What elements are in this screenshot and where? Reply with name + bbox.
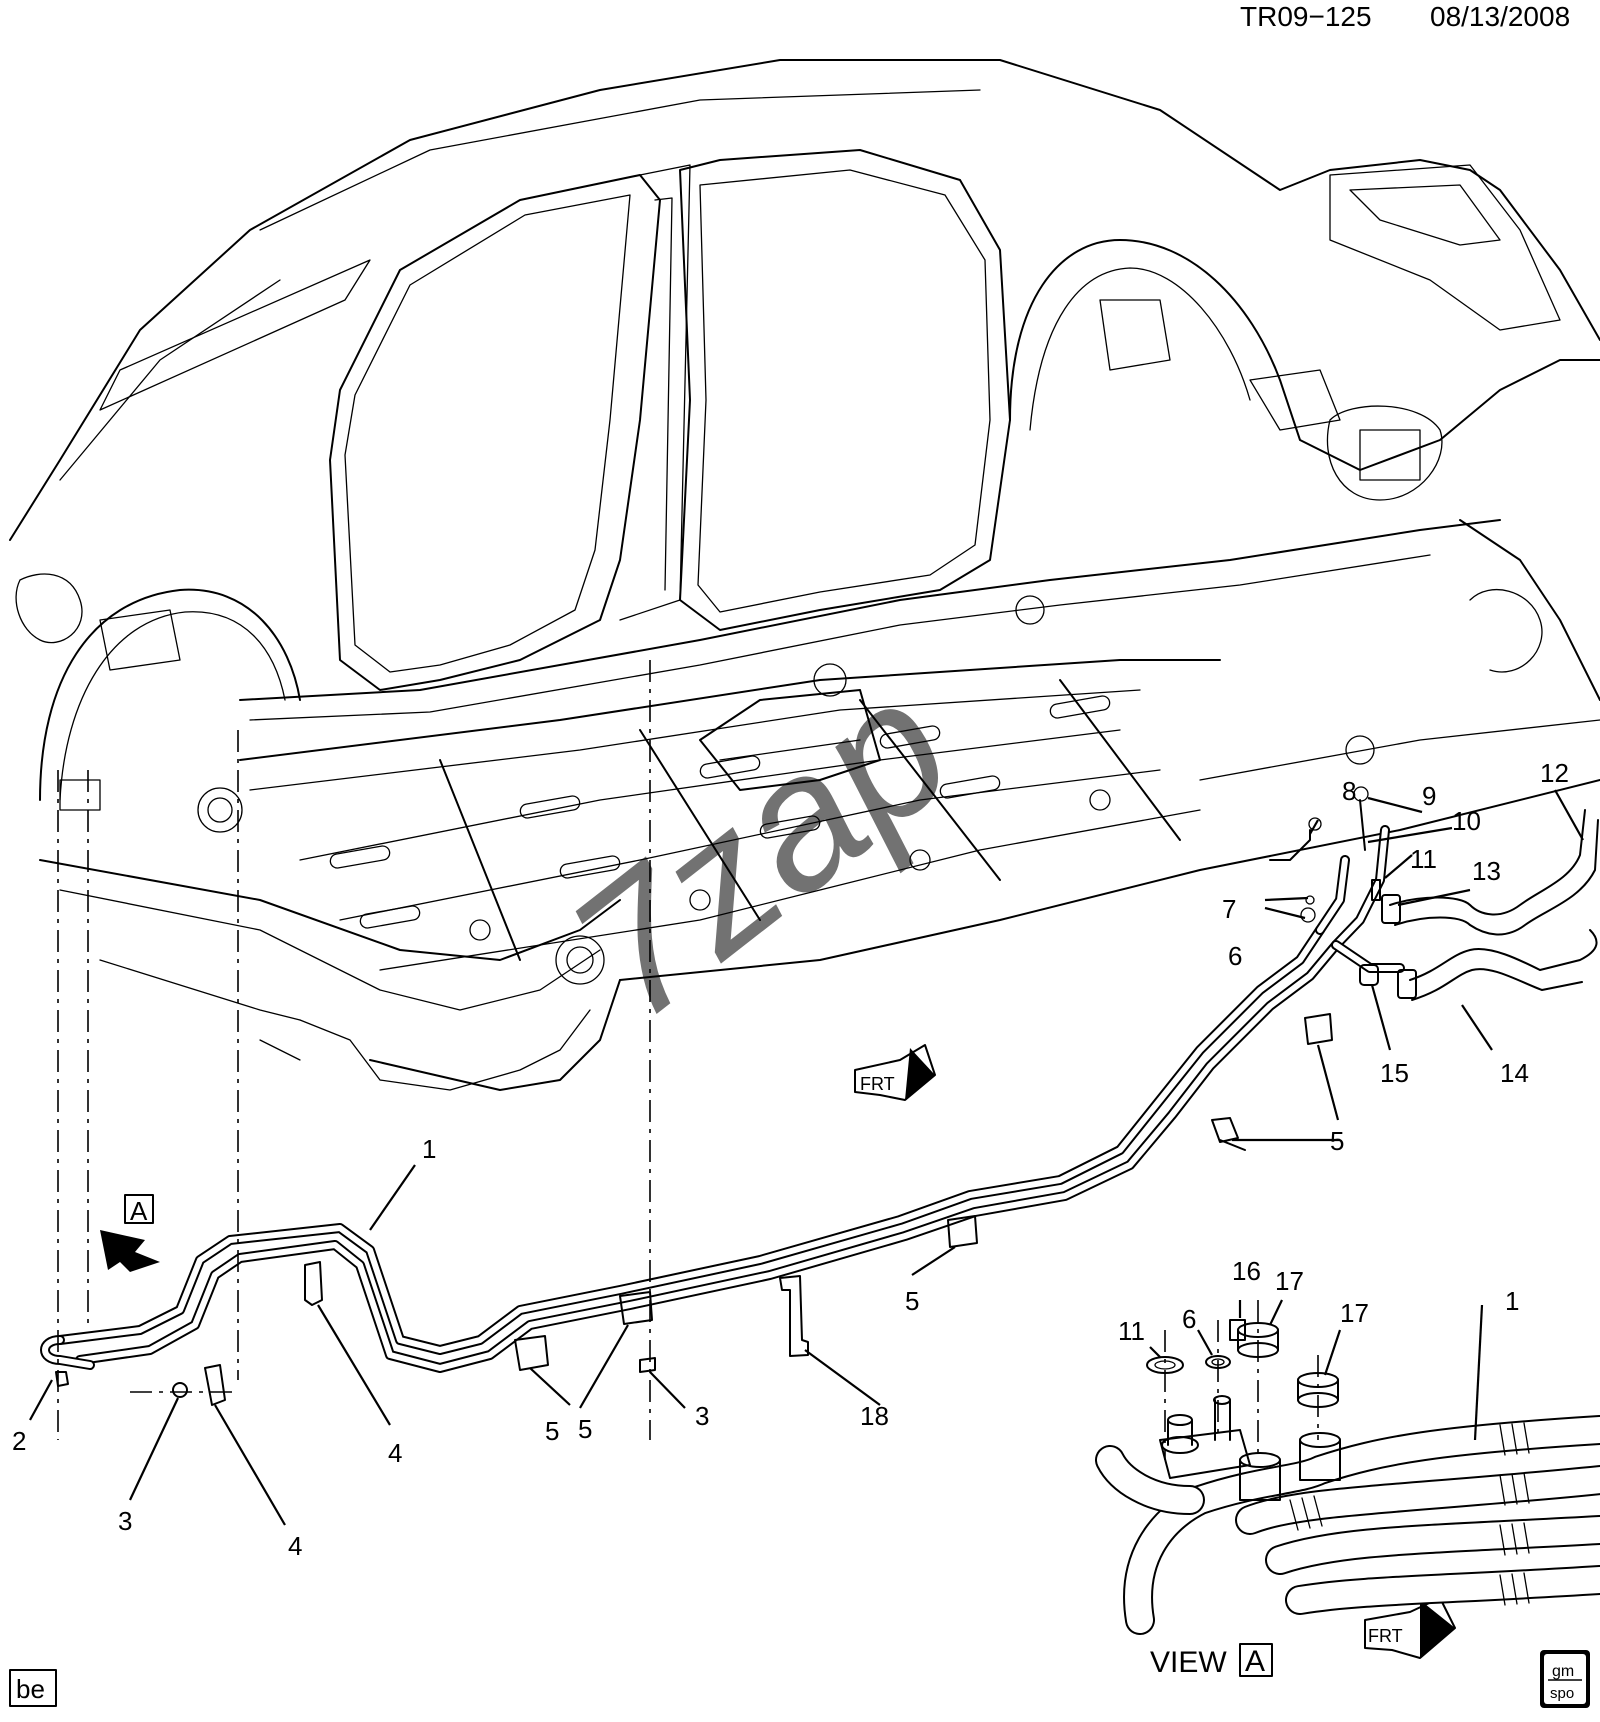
callout-c5c: 5 <box>905 1286 919 1316</box>
callout-c3b: 3 <box>695 1401 709 1431</box>
callout-c3a: 3 <box>118 1506 132 1536</box>
diagram-header: TR09−125 08/13/2008 <box>1240 1 1570 32</box>
callout-c12: 12 <box>1540 758 1569 788</box>
view-a-label: VIEW A <box>1150 1643 1273 1679</box>
gm-spo-logo: gm spo <box>1540 1650 1590 1708</box>
callout-c11b: 11 <box>1118 1316 1145 1346</box>
reference-lines <box>57 660 651 1440</box>
callout-c4a: 4 <box>288 1531 302 1561</box>
view-label-letter: A <box>1245 1645 1265 1678</box>
diagram-code: TR09−125 <box>1240 1 1372 32</box>
view-a-arrow: A <box>100 1194 160 1272</box>
view-arrow-letter: A <box>130 1196 148 1226</box>
diagram-date: 08/13/2008 <box>1430 1 1570 32</box>
front-direction-marker: FRT <box>854 1044 936 1101</box>
badge-text: be <box>16 1674 45 1704</box>
callout-c4b: 4 <box>388 1438 402 1468</box>
callout-c5a: 5 <box>578 1414 592 1444</box>
logo-top-text: gm <box>1552 1663 1574 1680</box>
callout-c9: 9 <box>1422 781 1436 811</box>
rear-hoses <box>1269 786 1599 1001</box>
callout-c7: 7 <box>1222 894 1236 924</box>
bottom-left-badge: be <box>9 1669 57 1707</box>
callout-c8: 8 <box>1342 776 1356 806</box>
callout-c5d: 5 <box>1330 1126 1344 1156</box>
callout-c10: 10 <box>1452 806 1481 836</box>
callout-c14: 14 <box>1500 1058 1529 1088</box>
callout-c5b: 5 <box>545 1416 559 1446</box>
logo-bottom-text: spo <box>1550 1685 1574 1702</box>
callout-c17b: 17 <box>1340 1298 1369 1328</box>
pipe-assembly <box>40 825 1405 1373</box>
view-label-prefix: VIEW <box>1150 1646 1227 1679</box>
clips <box>55 1013 1333 1406</box>
leader-lines <box>29 789 1584 1526</box>
callout-c6a: 6 <box>1228 941 1242 971</box>
front-direction-marker-view: FRT <box>1364 1597 1456 1659</box>
front-marker-label-view: FRT <box>1368 1626 1403 1646</box>
detail-view-a <box>1095 1300 1600 1635</box>
front-marker-label: FRT <box>860 1074 895 1094</box>
callout-c17a: 17 <box>1275 1266 1304 1296</box>
callout-c11a: 11 <box>1410 844 1437 874</box>
callout-c15: 15 <box>1380 1058 1409 1088</box>
callout-c13: 13 <box>1472 856 1501 886</box>
vehicle-body-illustration <box>9 59 1600 1091</box>
callout-c6b: 6 <box>1182 1304 1196 1334</box>
callout-c1: 1 <box>422 1134 436 1164</box>
callout-c18: 18 <box>860 1401 889 1431</box>
callout-c16: 16 <box>1232 1256 1261 1286</box>
callout-c1b: 1 <box>1505 1286 1519 1316</box>
callout-c2: 2 <box>12 1426 26 1456</box>
